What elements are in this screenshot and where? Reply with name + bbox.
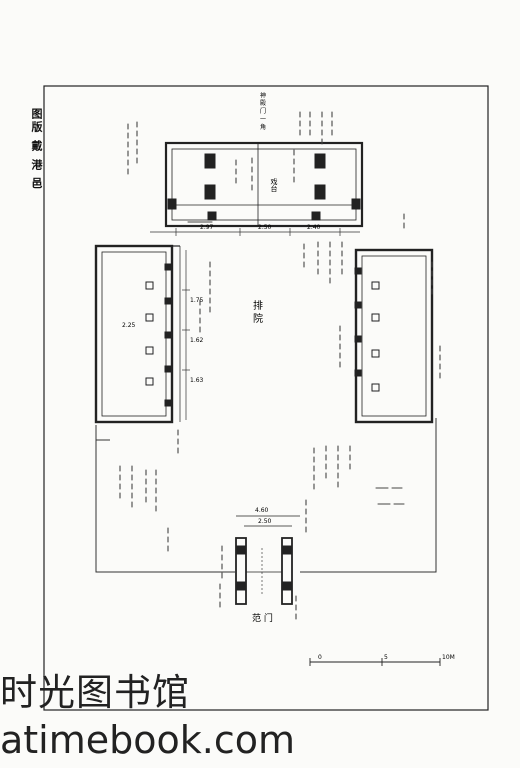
scale-bar: [309, 658, 441, 666]
east-building: [354, 248, 434, 424]
dim-left-1: 2.25: [122, 322, 136, 329]
scale-mark-5: 5: [384, 654, 388, 661]
watermark-url: atimebook.com: [0, 718, 296, 762]
plate-label: 图版 戴 港 邑: [30, 108, 43, 191]
courtyard-wall: [95, 418, 437, 573]
scale-mark-0: 0: [318, 654, 322, 661]
dim-left-2: 1.75: [190, 297, 204, 304]
watermark-title: 时光图书馆: [0, 671, 190, 714]
gate-label: 范 门: [252, 612, 273, 624]
dim-top-3: 2.40: [307, 224, 321, 231]
dim-gate-1: 4.60: [255, 507, 269, 514]
north-note-corner: 神 殿 门 一 角: [259, 91, 266, 131]
annotation-strokes: [119, 111, 441, 620]
page-frame: [43, 85, 489, 711]
left-dimension: [182, 250, 190, 420]
scale-mark-10: 10M: [442, 654, 455, 661]
south-gate: [235, 515, 300, 605]
north-note-stage: 戏台: [270, 177, 278, 193]
dim-gate-2: 2.50: [258, 518, 272, 525]
dim-left-3: 1.62: [190, 337, 204, 344]
west-building: [94, 244, 181, 424]
top-dimension: [150, 228, 360, 236]
dim-top-2: 2.50: [258, 224, 272, 231]
dim-top-1: 2.97: [200, 224, 214, 231]
north-building: [164, 141, 364, 228]
dim-left-4: 1.63: [190, 377, 204, 384]
central-courtyard-label: 排 院: [251, 299, 263, 324]
